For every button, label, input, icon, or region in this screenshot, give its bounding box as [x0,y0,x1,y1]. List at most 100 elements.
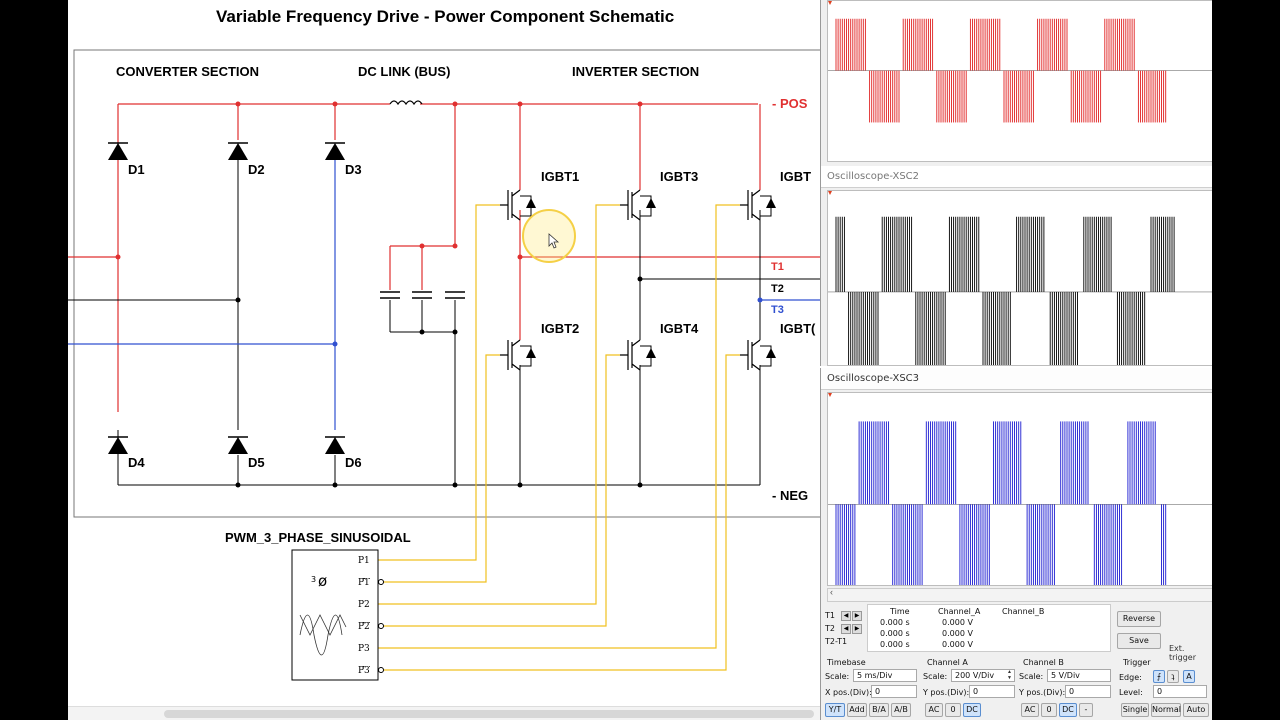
oscilloscope-xsc1[interactable] [820,0,1212,166]
inductor [389,100,423,106]
yt-mode-button[interactable]: Y/T [825,703,845,717]
pwm-pin-p3: P3 [358,644,370,654]
diode-label-d1: D1 [128,162,145,177]
pos-rail [68,103,820,412]
reverse-button[interactable]: Reverse [1117,611,1161,627]
readout-time-t1: 0.000 s [880,618,910,627]
normal-trigger-button[interactable]: Normal [1151,703,1181,717]
ext-trigger-label: Ext. trigger [1169,644,1197,662]
diode-label-d5: D5 [248,455,265,470]
rising-edge-icon[interactable]: ⨍ [1153,670,1165,683]
mouse-pointer-icon [548,233,560,249]
diode-label-d4: D4 [128,455,145,470]
channel-a-zero-button[interactable]: 0 [945,703,961,717]
pwm-pin-p1: P1 [358,556,370,566]
igbt-symbols [500,189,761,371]
auto-trigger-button[interactable]: Auto [1183,703,1209,717]
oscilloscope-xsc2[interactable]: Oscilloscope-XSC2 [820,166,1212,368]
diode-label-d3: D3 [345,162,362,177]
trigger-source-a-button[interactable]: A [1183,670,1195,683]
readout-header-cha: Channel_A [938,607,981,616]
cursor-row-t2: T2 [825,624,835,633]
timebase-scale-input[interactable]: 5 ms/Div [853,669,917,682]
oscilloscope-xsc1-screen [827,0,1212,162]
igbt-label-3: IGBT3 [660,169,698,184]
workspace: Variable Frequency Drive - Power Compone… [68,0,1212,720]
trigger-level-label: Level: [1119,688,1143,697]
timebase-xpos-input[interactable]: 0 [871,685,917,698]
capacitor-bank [380,291,465,299]
channel-b-dc-button[interactable]: DC [1059,703,1077,717]
channel-b-ac-button[interactable]: AC [1021,703,1039,717]
dc-link-label: DC LINK (BUS) [358,64,450,79]
ba-mode-button[interactable]: B/A [869,703,889,717]
junction-dots [115,101,763,488]
channel-a-scale-input[interactable]: 200 V/Div [951,669,1015,682]
channel-a-ac-button[interactable]: AC [925,703,943,717]
waveform-phase-3 [828,393,1212,588]
t1-right-arrow-icon[interactable]: ▶ [852,611,862,621]
trigger-marker-icon [828,393,832,397]
readout-header-chb: Channel_B [1002,607,1045,616]
t2-left-arrow-icon[interactable]: ◀ [841,624,851,634]
add-mode-button[interactable]: Add [847,703,867,717]
channel-b-scale-label: Scale: [1019,672,1044,681]
scroll-left-icon[interactable]: ‹ [830,587,833,597]
schematic-canvas[interactable]: Variable Frequency Drive - Power Compone… [68,0,828,720]
channel-b-zero-button[interactable]: 0 [1041,703,1057,717]
readout-time-t2: 0.000 s [880,629,910,638]
igbt-label-2: IGBT2 [541,321,579,336]
channel-b-minus-button[interactable]: - [1079,703,1093,717]
cursor-row-t2-t1: T2-T1 [825,637,848,646]
channel-b-scale-input[interactable]: 5 V/Div [1047,669,1111,682]
channel-b-ypos-label: Y pos.(Div): [1019,688,1066,697]
pos-label: - POS [772,96,808,111]
trigger-marker-icon [828,191,832,195]
neg-label: - NEG [772,488,808,503]
trigger-level-input[interactable]: 0 [1153,685,1207,698]
pwm-pin-p2: P2 [358,600,370,610]
channel-a-scale-label: Scale: [923,672,948,681]
diodes [108,142,345,454]
gate-wires [378,204,740,671]
converter-section-label: CONVERTER SECTION [116,64,259,79]
channel-a-dc-button[interactable]: DC [963,703,981,717]
pwm-triangle-icon [299,614,347,636]
single-trigger-button[interactable]: Single [1121,703,1149,717]
pwm-inverted-pin-bubbles [378,579,384,673]
screen-scrollbar[interactable]: ‹ [827,587,1212,602]
t1-left-arrow-icon[interactable]: ◀ [841,611,851,621]
waveform-phase-2 [828,191,1212,368]
t2-right-arrow-icon[interactable]: ▶ [852,624,862,634]
pwm-phase-count: 3 [311,575,316,584]
ab-mode-button[interactable]: A/B [891,703,911,717]
channel-a-title: Channel A [927,658,968,667]
schematic-frame [73,49,828,518]
oscilloscope-xsc3[interactable]: Oscilloscope-XSC3 ‹ T1 T2 T2-T1 ◀ ▶ ◀ ▶ … [820,368,1212,720]
t3-wire [68,160,820,430]
falling-edge-icon[interactable]: ʇ [1167,670,1179,683]
trigger-marker-icon [828,1,832,5]
channel-a-scale-spinner-icon[interactable]: ▲▼ [1007,669,1012,681]
scrollbar-thumb[interactable] [164,710,814,718]
pwm-pin-p3-bar: P3 [358,666,370,676]
igbt-label-1: IGBT1 [541,169,579,184]
oscilloscope-xsc3-screen [827,392,1212,588]
igbt-diode-wires [520,195,772,367]
igbt-label-6: IGBT( [780,321,816,336]
trigger-edge-label: Edge: [1119,673,1142,682]
pwm-sine-icon [299,614,343,656]
save-button[interactable]: Save [1117,633,1161,649]
channel-a-ypos-input[interactable]: 0 [969,685,1015,698]
pwm-block-name: PWM_3_PHASE_SINUSOIDAL [225,530,411,545]
horizontal-scrollbar[interactable] [68,706,820,720]
t2-label: T2 [771,283,784,295]
t1-label: T1 [771,261,784,273]
channel-b-ypos-input[interactable]: 0 [1065,685,1111,698]
readout-cha-t2: 0.000 V [942,629,973,638]
pwm-phase-glyph: ø [318,572,327,590]
readout-header-time: Time [890,607,910,616]
neg-rail [68,160,820,486]
trigger-title: Trigger [1123,658,1151,667]
channel-a-ypos-label: Y pos.(Div): [923,688,970,697]
